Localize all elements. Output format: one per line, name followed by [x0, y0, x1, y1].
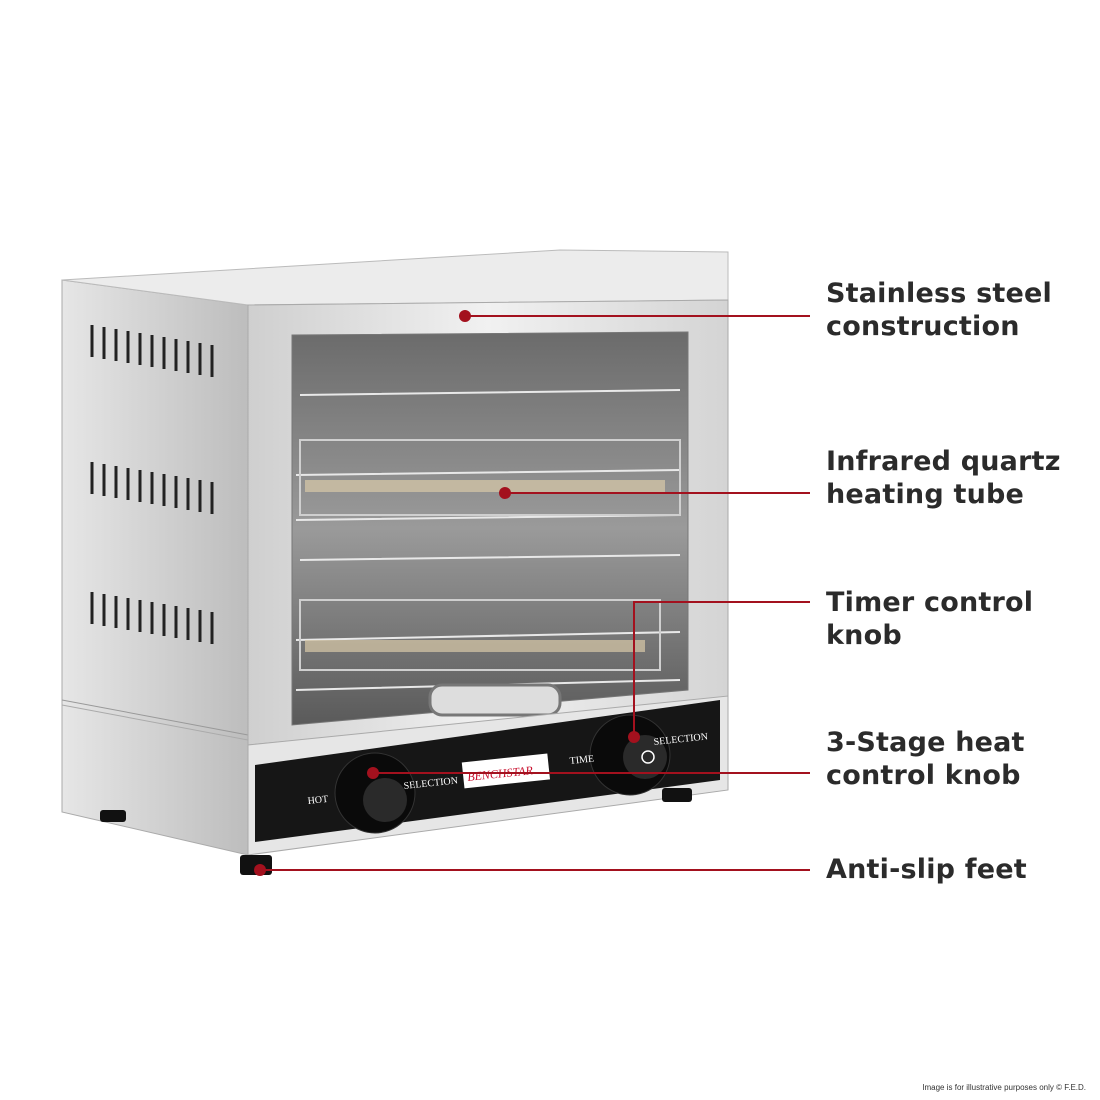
callout-line1: Infrared quartz	[826, 446, 1061, 477]
panel-label-time: TIME	[569, 753, 594, 766]
callout-anti-slip-feet: Anti-slip feet	[826, 853, 1027, 886]
callout-line2: heating tube	[826, 479, 1025, 510]
heat-control-knob[interactable]	[334, 752, 416, 834]
foot-back-right	[662, 788, 692, 802]
oven-front	[247, 299, 729, 746]
oven-top	[61, 249, 729, 306]
callout-line2: construction	[826, 311, 1020, 342]
callout-line1: Stainless steel	[826, 278, 1053, 309]
clock-icon	[641, 750, 655, 764]
panel-label-hot: HOT	[307, 794, 329, 807]
callout-line1: 3-Stage heat	[826, 727, 1025, 758]
timer-control-knob[interactable]	[589, 714, 671, 796]
callout-lines	[254, 310, 810, 876]
door-handle[interactable]	[428, 683, 562, 717]
disclaimer: Image is for illustrative purposes only …	[922, 1083, 1086, 1092]
callout-line2: control knob	[826, 760, 1021, 791]
oven-side-panel	[61, 279, 249, 851]
foot-back-left	[100, 810, 126, 822]
callout-line1: Timer control	[826, 587, 1034, 618]
callout-line1: Anti-slip feet	[826, 854, 1027, 885]
callout-line2: knob	[826, 620, 902, 651]
